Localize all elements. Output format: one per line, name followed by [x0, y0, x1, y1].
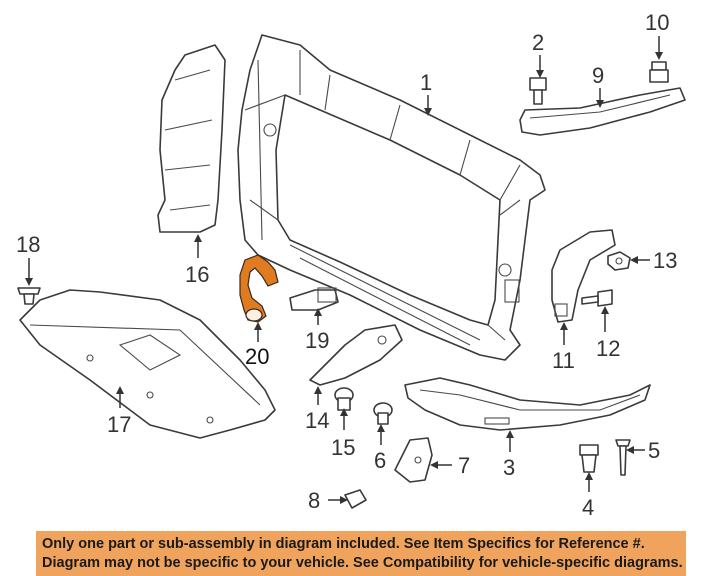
part-15-bolt[interactable] [334, 387, 354, 411]
callout-17: 17 [107, 412, 131, 437]
part-11-side-bracket[interactable] [551, 229, 616, 323]
notice-line-1: Only one part or sub-assembly in diagram… [42, 536, 645, 552]
part-13-nut[interactable] [607, 251, 631, 271]
callout-4: 4 [582, 495, 594, 520]
part-17-splash-shield[interactable] [19, 289, 276, 439]
callout-14: 14 [305, 408, 329, 433]
part-2-bolt[interactable] [529, 77, 547, 105]
callout-13: 13 [653, 248, 677, 273]
part-3-lower-reinforcement[interactable] [404, 377, 651, 431]
part-20-bracket-highlighted[interactable] [239, 254, 279, 323]
callout-20: 20 [245, 344, 269, 369]
part-4-clip[interactable] [579, 444, 599, 473]
part-7-bracket[interactable] [394, 437, 433, 483]
callout-1: 1 [420, 70, 432, 95]
part-1-radiator-support[interactable] [237, 34, 546, 361]
callout-3: 3 [503, 455, 515, 480]
callout-10: 10 [645, 10, 669, 35]
callout-2: 2 [532, 30, 544, 55]
callout-11: 11 [552, 348, 575, 373]
callout-5: 5 [648, 438, 660, 463]
part-12-bolt[interactable] [581, 289, 613, 307]
callout-12: 12 [596, 336, 620, 361]
part-16-air-guide[interactable] [157, 44, 226, 233]
callout-7: 7 [458, 453, 470, 478]
callout-8: 8 [308, 488, 320, 513]
callout-numbers: 1 2 9 10 16 17 18 20 19 14 15 6 3 7 8 13… [16, 10, 677, 520]
part-18-clip[interactable] [17, 287, 41, 305]
part-9-upper-bracket[interactable] [519, 87, 686, 136]
leader-lines [25, 36, 663, 504]
part-8-bolt[interactable] [344, 489, 367, 509]
part-10-bolt[interactable] [649, 61, 669, 83]
callout-18: 18 [16, 232, 40, 257]
callout-19: 19 [305, 328, 329, 353]
notice-line-2: Diagram may not be specific to your vehi… [42, 555, 683, 571]
part-14-latch[interactable] [309, 324, 403, 386]
callout-9: 9 [592, 63, 604, 88]
notice-banner: Only one part or sub-assembly in diagram… [36, 531, 686, 576]
callout-16: 16 [185, 262, 209, 287]
part-5-rivet[interactable] [615, 439, 631, 476]
part-6-bolt[interactable] [373, 402, 393, 425]
callout-6: 6 [374, 448, 386, 473]
part-19-sensor[interactable] [289, 287, 339, 311]
callout-15: 15 [331, 435, 355, 460]
